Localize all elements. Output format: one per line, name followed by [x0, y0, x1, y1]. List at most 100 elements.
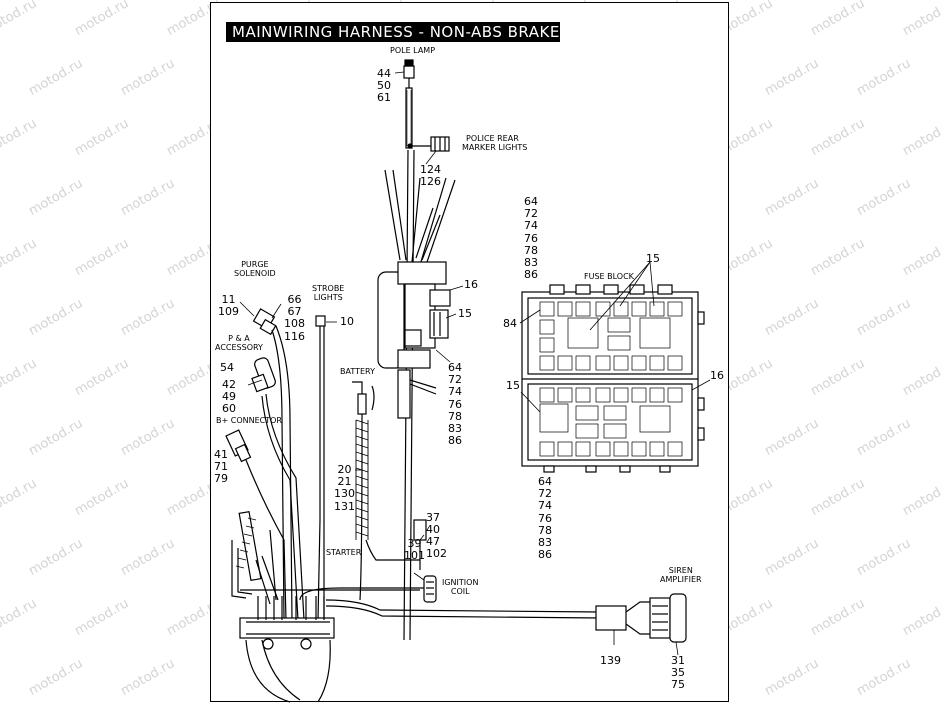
siren-amplifier-connector: [595, 593, 687, 643]
fuse-callout-15-left: 15: [506, 379, 520, 392]
callout-number: 42: [222, 378, 236, 391]
callout-number: 72: [448, 373, 462, 387]
callout-number: 31: [671, 654, 685, 667]
siren-callout-139: 139: [600, 654, 621, 667]
callout-number: 86: [448, 434, 462, 448]
callout-number: 108: [284, 317, 305, 331]
pole-lamp-connector: [403, 59, 415, 79]
leader-lines: [239, 71, 711, 656]
callout-number: 74: [538, 499, 552, 513]
purge-line2: SOLENOID: [234, 269, 276, 278]
b-connector-label: B+ CONNECTOR: [216, 416, 282, 425]
harness-mid-callouts: 64 72 74 76 78 83 86: [448, 361, 462, 448]
pa-callout-54: 54: [220, 361, 234, 374]
strobe-lights-label: STROBE LIGHTS: [312, 284, 344, 302]
callout-number: 66: [287, 293, 302, 306]
callout-number: 64: [448, 361, 462, 374]
fuse-block-cells: [539, 301, 683, 457]
ignition-line2: COIL: [450, 587, 470, 596]
harness-bundle-base: [231, 510, 335, 703]
callout-number: 35: [671, 666, 685, 680]
callout-number: 126: [420, 175, 441, 189]
fuse-callout-15-top: 15: [646, 252, 660, 265]
callout-number: 72: [538, 487, 552, 501]
callout-number: 39: [407, 537, 422, 550]
callout-number: 64: [538, 475, 552, 488]
callout-number: 50: [377, 79, 391, 93]
callout-number: 83: [524, 256, 538, 270]
battery-cable-coil: [355, 419, 369, 540]
callout-number: 74: [524, 219, 538, 233]
callout-number: 60: [222, 402, 236, 416]
ignition-left-callouts: 39 101: [404, 537, 425, 563]
callout-number: 11: [221, 293, 236, 306]
callout-number: 83: [538, 536, 552, 550]
battery-label: BATTERY: [340, 367, 375, 376]
callout-number: 78: [524, 243, 538, 257]
callout-number: 124: [420, 163, 441, 176]
fuse-callout-16-right: 16: [710, 369, 724, 382]
callout-number: 21: [337, 475, 352, 489]
starter-callout-102: 102: [426, 547, 447, 560]
callout-number: 76: [538, 511, 552, 525]
strobe-connector: [315, 315, 326, 327]
fuse-block-label: FUSE BLOCK: [584, 272, 634, 281]
callout-number: 130: [334, 487, 355, 501]
police-rear-label: POLICE REAR MARKER LIGHTS: [462, 134, 527, 152]
pa-callouts: 42 49 60: [222, 378, 236, 416]
callout-number: 37: [426, 511, 440, 524]
fuse-block-outline: [521, 284, 705, 473]
ignition-line1: IGNITION: [442, 578, 479, 587]
callout-number: 76: [524, 231, 538, 245]
callout-number: 49: [222, 390, 236, 404]
ignition-coil-connector: [423, 575, 437, 603]
b-connector-callouts: 41 71 79: [214, 448, 228, 486]
purge-right-callouts: 66 67 108 116: [284, 293, 305, 343]
police-rear-line2: MARKER LIGHTS: [462, 143, 528, 152]
callout-number: 86: [524, 268, 538, 282]
callout-number: 109: [218, 305, 239, 319]
callout-number: 47: [426, 535, 440, 549]
callout-number: 67: [287, 305, 302, 319]
callout-number: 41: [214, 448, 228, 461]
fuse-callout-84: 84: [503, 317, 517, 330]
callout-number: 75: [671, 678, 685, 692]
fuse-bottom-callouts: 64 72 74 76 78 83 86: [538, 475, 552, 561]
fuse-top-callouts: 64 72 74 76 78 83 86: [524, 195, 538, 282]
callout-number: 64: [524, 195, 538, 208]
purge-line1: PURGE: [241, 260, 269, 269]
callout-number: 78: [448, 409, 462, 423]
callout-number: 40: [426, 523, 440, 537]
pole-lamp-callouts: 44 50 61: [377, 67, 391, 105]
siren-amplifier-label: SIREN AMPLIFIER: [660, 566, 702, 584]
diagram-title: MAINWIRING HARNESS - NON-ABS BRAKES: [226, 22, 569, 42]
callout-number: 72: [524, 207, 538, 221]
callout-number: 61: [377, 91, 391, 105]
callout-number: 131: [334, 499, 355, 513]
callout-number: 20: [337, 463, 352, 476]
callout-number: 101: [404, 549, 425, 563]
b-plus-connector: [225, 429, 252, 463]
strobe-line2: LIGHTS: [313, 293, 343, 302]
ignition-coil-label: IGNITION COIL: [442, 578, 478, 596]
harness-callout-15: 15: [458, 307, 472, 320]
callout-number: 78: [538, 523, 552, 537]
callout-number: 74: [448, 385, 462, 399]
harness-callout-16: 16: [464, 278, 478, 291]
callout-number: 71: [214, 460, 228, 474]
callout-number: 83: [448, 422, 462, 436]
police-marker-callouts: 124 126: [420, 163, 441, 189]
callout-number: 76: [448, 397, 462, 411]
strobe-line1: STROBE: [312, 284, 345, 293]
starter-callouts: 37 40 47: [426, 511, 440, 549]
purge-left-callouts: 11 109: [218, 293, 239, 319]
purge-solenoid-label: PURGE SOLENOID: [234, 260, 276, 278]
pa-line1: P & A: [228, 334, 250, 343]
battery-callouts: 20 21 130 131: [334, 463, 355, 513]
siren-callouts: 31 35 75: [671, 654, 685, 692]
pole-lamp-label: POLE LAMP: [390, 46, 436, 55]
callout-number: 79: [214, 472, 228, 486]
police-rear-line1: POLICE REAR: [466, 134, 519, 143]
siren-line2: AMPLIFIER: [660, 575, 702, 584]
